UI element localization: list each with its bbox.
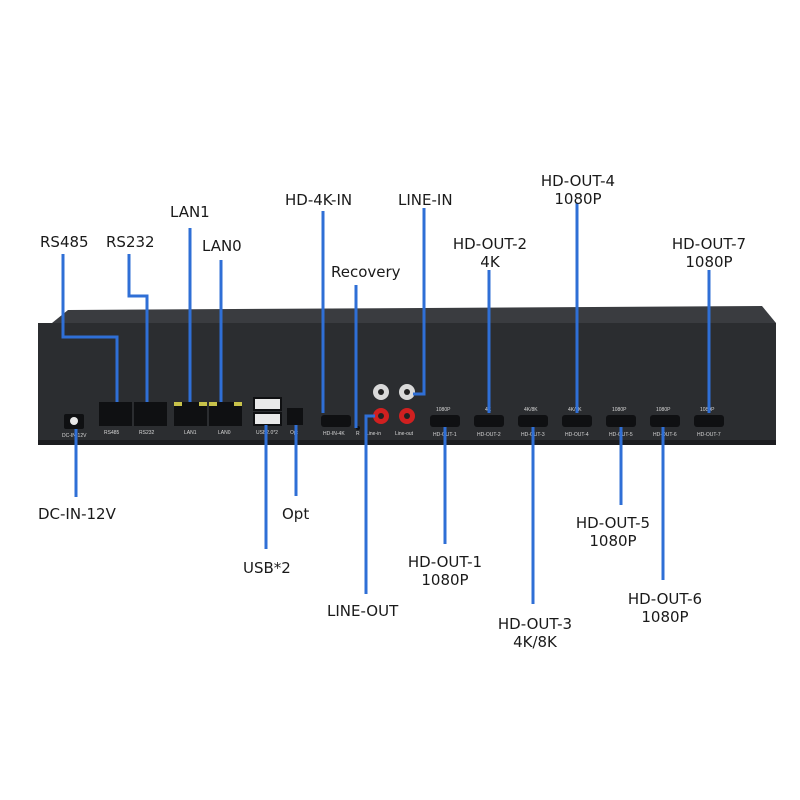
hd-out-4-name: HD-OUT-4 [540,172,616,190]
hdmi-out-3-port [518,415,548,427]
rs232-port [134,402,167,426]
label-lan1: LAN1 [170,203,210,221]
label-hd-out-6: HD-OUT-6 1080P [620,590,710,626]
panel-rs485: RS485 [104,430,120,436]
label-opt: Opt [282,505,310,523]
usb-port-top [253,397,282,411]
label-dc-in: DC-IN-12V [38,505,116,523]
label-hd-out-4: HD-OUT-4 1080P [538,172,618,208]
panel-lineout: Line-out [395,431,414,437]
panel-r: R [356,431,360,437]
hd-out-5-name: HD-OUT-5 [575,514,651,532]
hdmi-out-5-port [606,415,636,427]
label-hd-out-7: HD-OUT-7 1080P [667,235,751,271]
panel-res1: 1080P [436,407,451,413]
hd-out-6-name: HD-OUT-6 [627,590,703,608]
hd-out-6-res: 1080P [641,608,689,626]
hdmi-out-ports [430,415,724,427]
panel-res5: 1080P [612,407,627,413]
usb-port-bottom [253,412,282,426]
rca-jacks [373,384,415,424]
panel-out6: HD-OUT-6 [653,432,677,438]
hd-out-7-name: HD-OUT-7 [671,235,747,253]
hdmi-in-port [321,415,351,427]
panel-lan1: LAN1 [184,430,197,436]
panel-rs232: RS232 [139,430,155,436]
panel-res6: 1080P [656,407,671,413]
panel-lan0: LAN0 [218,430,231,436]
label-hd-out-3: HD-OUT-3 4K/8K [490,615,580,651]
label-usb: USB*2 [243,559,291,577]
label-hd-out-2: HD-OUT-2 4K [450,235,530,271]
hd-out-5-res: 1080P [589,532,637,550]
leader-rs232 [127,254,149,402]
dc-jack-hole [70,417,78,425]
chassis-bottom-edge [38,440,776,445]
rs485-port [99,402,132,426]
label-rs485: RS485 [40,233,89,251]
hdmi-out-2-port [474,415,504,427]
label-hd-out-5: HD-OUT-5 1080P [568,514,658,550]
label-lan0: LAN0 [202,237,242,255]
hd-out-7-res: 1080P [685,253,733,271]
panel-res3: 4K/8K [524,407,538,413]
hd-out-3-res: 4K/8K [513,633,557,651]
label-hd-4k-in: HD-4K-IN [285,191,353,209]
leader-rs485 [61,254,119,402]
label-rs232: RS232 [106,233,155,251]
leader-line-out [364,414,375,594]
hdmi-out-6-port [650,415,680,427]
label-line-in: LINE-IN [398,191,453,209]
panel-out4: HD-OUT-4 [565,432,589,438]
hdmi-out-4-port [562,415,592,427]
rj45-leds [174,402,242,406]
leader-lines [61,203,711,604]
panel-opt: Opt [290,430,299,436]
panel-linein: Line-in [366,431,381,437]
label-hd-out-1: HD-OUT-1 1080P [400,553,490,589]
hd-out-4-res: 1080P [554,190,602,208]
hd-out-2-res: 4K [480,253,500,271]
hdmi-out-7-port [694,415,724,427]
hd-out-1-name: HD-OUT-1 [407,553,483,571]
panel-res4: 4K/8K [568,407,582,413]
optical-port [287,408,303,425]
hd-out-3-name: HD-OUT-3 [497,615,573,633]
panel-out7: HD-OUT-7 [697,432,721,438]
hd-out-2-name: HD-OUT-2 [452,235,528,253]
panel-out2: HD-OUT-2 [477,432,501,438]
label-line-out: LINE-OUT [327,602,399,620]
chassis-top [52,306,776,323]
panel-hdin: HD-IN-4K [323,431,345,437]
hd-out-1-res: 1080P [421,571,469,589]
leader-line-in [413,208,426,396]
hdmi-out-1-port [430,415,460,427]
label-recovery: Recovery [331,263,401,281]
